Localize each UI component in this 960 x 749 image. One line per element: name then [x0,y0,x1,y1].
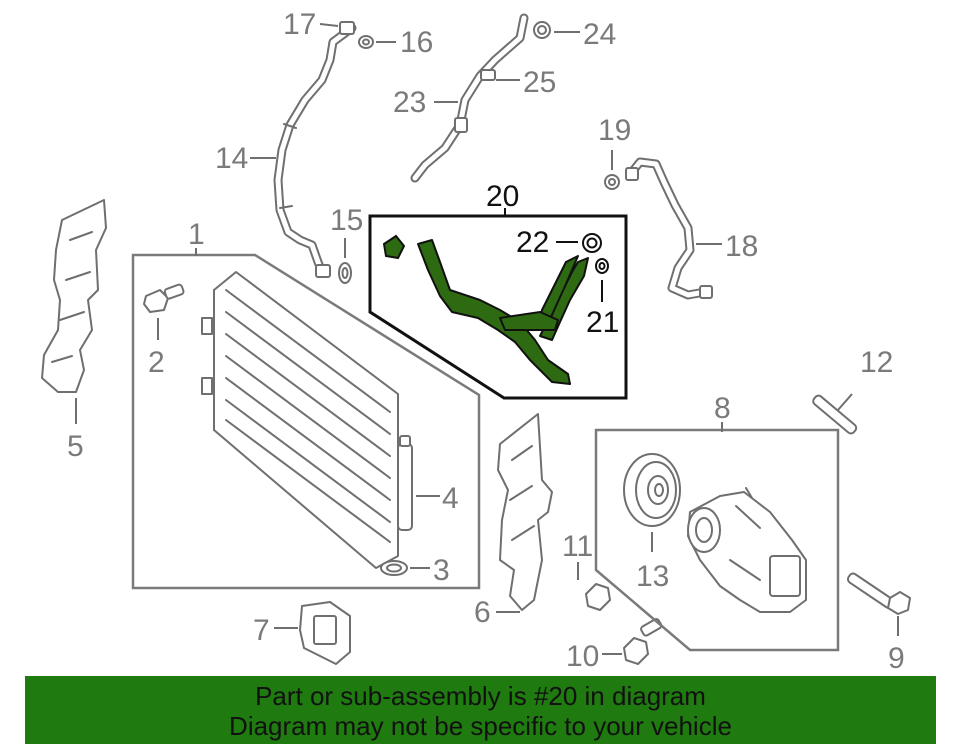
o-ring-24[interactable] [533,21,551,39]
assembly-20-box [368,214,628,400]
o-ring-22[interactable] [582,233,602,253]
stud-12[interactable] [812,394,858,435]
callout-7: 7 [253,614,270,647]
callout-25: 25 [523,66,556,99]
bracket-7[interactable] [299,601,351,665]
callout-23: 23 [393,86,426,119]
bolt-9[interactable] [846,572,911,615]
bracket-6[interactable] [497,413,553,611]
callout-18: 18 [725,230,758,263]
banner-line-1: Part or sub-assembly is #20 in diagram [255,681,706,711]
leader-12 [837,393,853,411]
banner-line-2: Diagram may not be specific to your vehi… [229,711,732,741]
bolt-2[interactable] [143,283,185,313]
callout-14: 14 [215,142,248,175]
pipe-assembly-20[interactable] [382,234,589,385]
callout-12: 12 [860,346,893,379]
callout-24: 24 [583,18,616,51]
ac-line-23[interactable] [410,13,529,183]
callout-17: 17 [283,8,316,41]
callout-5: 5 [67,430,84,463]
clutch-pulley-13[interactable] [623,453,681,527]
o-ring-16[interactable] [358,35,374,49]
nut-11[interactable] [585,583,611,611]
callout-1: 1 [188,218,205,251]
condenser[interactable] [201,271,399,569]
compressor[interactable] [687,487,807,613]
ac-line-14[interactable] [273,21,357,278]
o-ring-3[interactable] [380,560,408,576]
o-ring-19[interactable] [604,174,620,190]
callout-8: 8 [714,392,731,425]
ac-line-18[interactable] [625,157,713,300]
callout-20: 20 [486,180,519,213]
receiver-drier-4[interactable] [397,435,413,531]
callout-22: 22 [516,226,549,259]
callout-6: 6 [474,596,491,629]
condenser-1-box [131,253,481,590]
callout-15: 15 [330,204,363,237]
callout-11: 11 [562,530,593,563]
info-banner: Part or sub-assembly is #20 in diagram D… [25,676,936,744]
callout-2: 2 [148,346,165,379]
leader-17 [319,23,339,27]
callout-3: 3 [433,554,450,587]
bolt-10[interactable] [623,618,663,665]
callout-16: 16 [400,26,433,59]
callout-10: 10 [566,640,599,673]
callout-9: 9 [888,642,905,675]
bracket-5[interactable] [41,199,107,393]
compressor-8-box [594,428,840,652]
callout-21: 21 [586,306,619,339]
callout-19: 19 [598,114,631,147]
callout-13: 13 [636,560,669,593]
o-ring-15[interactable] [338,262,352,284]
callout-4: 4 [442,482,459,515]
o-ring-21[interactable] [595,258,609,274]
